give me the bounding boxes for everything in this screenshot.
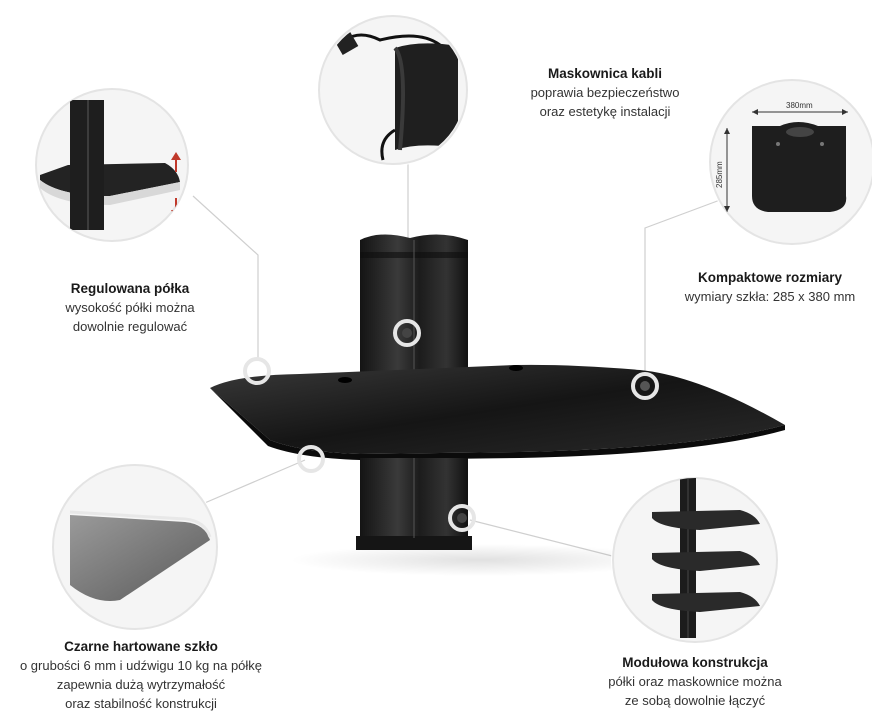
dimension-width-label: 380mm: [786, 101, 813, 110]
feature-desc-line: półki oraz maskownice można: [608, 674, 782, 689]
feature-title: Czarne hartowane szkło: [64, 639, 218, 654]
feature-black-glass: Czarne hartowane szkło o grubości 6 mm i…: [0, 637, 282, 713]
feature-modular: Modułowa konstrukcja półki oraz maskowni…: [590, 653, 800, 710]
feature-desc-line: dowolnie regulować: [72, 319, 188, 334]
feature-compact-size: Kompaktowe rozmiary wymiary szkła: 285 x…: [672, 268, 868, 306]
feature-adjustable-shelf: Regulowana półka wysokość półki można do…: [20, 279, 240, 336]
feature-desc-line: wymiary szkła: 285 x 380 mm: [684, 289, 856, 304]
detail-black-glass: [51, 463, 219, 631]
feature-desc-line: poprawia bezpieczeństwo: [530, 85, 680, 100]
feature-title: Modułowa konstrukcja: [622, 655, 768, 670]
feature-title: Regulowana półka: [70, 281, 190, 296]
feature-desc-line: zapewnia dużą wytrzymałość: [56, 677, 226, 692]
feature-desc-line: oraz estetykę instalacji: [539, 104, 671, 119]
detail-adjustable-shelf: [34, 87, 190, 243]
feature-desc-line: o grubości 6 mm i udźwigu 10 kg na półkę: [19, 658, 263, 673]
feature-title: Maskownica kabli: [547, 66, 663, 81]
detail-modular: [611, 476, 779, 644]
detail-compact-size: 380mm 285mm: [708, 78, 872, 246]
feature-cable-cover: Maskownica kabli poprawia bezpieczeństwo…: [490, 64, 720, 121]
feature-title: Kompaktowe rozmiary: [697, 270, 843, 285]
dimension-height-label: 285mm: [715, 161, 724, 188]
feature-desc-line: ze sobą dowolnie łączyć: [624, 693, 766, 708]
feature-desc-line: oraz stabilność konstrukcji: [65, 696, 217, 711]
hotspot-markers: [243, 319, 659, 532]
detail-cable-cover: [317, 14, 469, 166]
feature-desc-line: wysokość półki można: [65, 300, 195, 315]
